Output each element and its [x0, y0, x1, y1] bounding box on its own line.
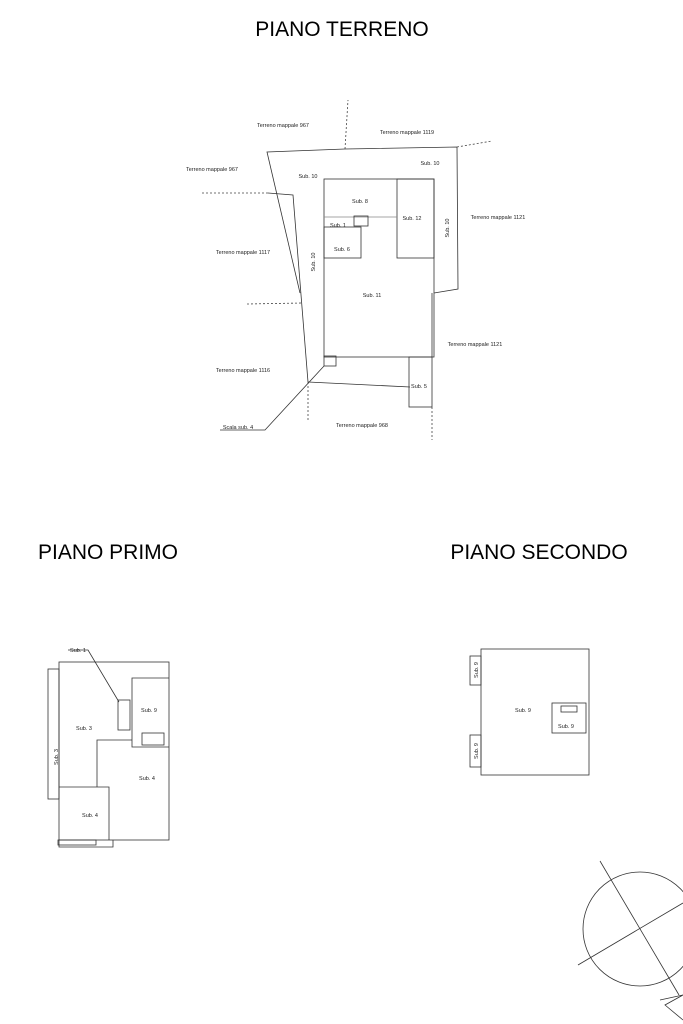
label: Sub. 8	[352, 199, 368, 205]
label: Terreno mappale 1121	[471, 215, 526, 221]
building-outline	[323, 178, 435, 358]
label: Terreno mappale 1121	[448, 342, 503, 348]
room-sub6	[323, 226, 362, 259]
wall	[96, 739, 132, 787]
label: Sub. 10	[445, 219, 451, 238]
label: Sub. 3	[76, 726, 92, 732]
lot-boundary	[266, 146, 459, 294]
building-outline	[58, 661, 170, 841]
label: Terreno mappale 1119	[380, 130, 434, 136]
leader-line	[68, 649, 120, 703]
label: Sub. 10	[421, 161, 440, 167]
title-piano-terreno: PIANO TERRENO	[255, 18, 428, 41]
room-sub9-tab	[469, 734, 482, 768]
label: Sub. 1	[330, 223, 346, 229]
west-boundary	[267, 192, 309, 383]
label: Sub. 9	[141, 708, 157, 714]
boundary-dashed	[456, 140, 493, 148]
label: Sub. 9	[474, 662, 480, 678]
first-floor-plan: Sub. 1 Sub. 3 Sub. 9 Sub. 3 Sub. 4 Sub. …	[47, 648, 170, 848]
stair-icon	[141, 732, 165, 746]
label: Sub. 9	[515, 708, 531, 714]
stair-room	[551, 702, 587, 734]
stair-icon	[560, 705, 578, 713]
label: Sub. 4	[82, 813, 98, 819]
stair-tab	[58, 840, 114, 848]
north-arrow-icon	[577, 860, 683, 1021]
stair-icon	[117, 699, 131, 731]
label: Sub. 12	[403, 216, 422, 222]
leader-line	[220, 365, 325, 431]
building-outline	[480, 648, 590, 776]
label: Sub. 9	[558, 724, 574, 730]
label: Scala sub. 4	[223, 425, 253, 431]
label: Sub. 3	[54, 749, 60, 765]
label: Terreno mappale 1116	[216, 368, 270, 374]
south-boundary	[307, 381, 411, 388]
label: Terreno mappale 968	[336, 423, 388, 429]
label: Sub. 6	[334, 247, 350, 253]
room-sub5	[408, 356, 433, 408]
stair-icon	[57, 839, 97, 846]
stair-icon	[323, 355, 337, 367]
room-sub9-tab	[469, 655, 482, 686]
room-sub12	[396, 178, 435, 259]
title-piano-secondo: PIANO SECONDO	[450, 541, 627, 564]
label: Sub. 9	[474, 743, 480, 759]
ground-floor-plan: Terreno mappale 967 Terreno mappale 1119…	[186, 99, 526, 440]
room-sub9	[131, 677, 169, 748]
room-sub4-left	[59, 786, 110, 840]
label: Sub. 10	[299, 174, 318, 180]
stair-icon	[353, 215, 369, 227]
label: Sub. 4	[139, 776, 155, 782]
boundary-dashed	[246, 302, 303, 305]
room-sub3-strip	[47, 668, 60, 800]
label: Terreno mappale 967	[186, 167, 238, 173]
label: Sub. 10	[311, 253, 317, 272]
label: Sub. 5	[411, 384, 427, 390]
label: Sub. 1	[70, 648, 86, 654]
label: Terreno mappale 1117	[216, 250, 270, 256]
boundary-dashed	[344, 99, 349, 150]
label: Sub. 11	[363, 293, 382, 299]
label: Terreno mappale 967	[257, 123, 309, 129]
title-piano-primo: PIANO PRIMO	[38, 541, 178, 564]
second-floor-plan: Sub. 9 Sub. 9 Sub. 9 Sub. 9	[469, 648, 590, 776]
